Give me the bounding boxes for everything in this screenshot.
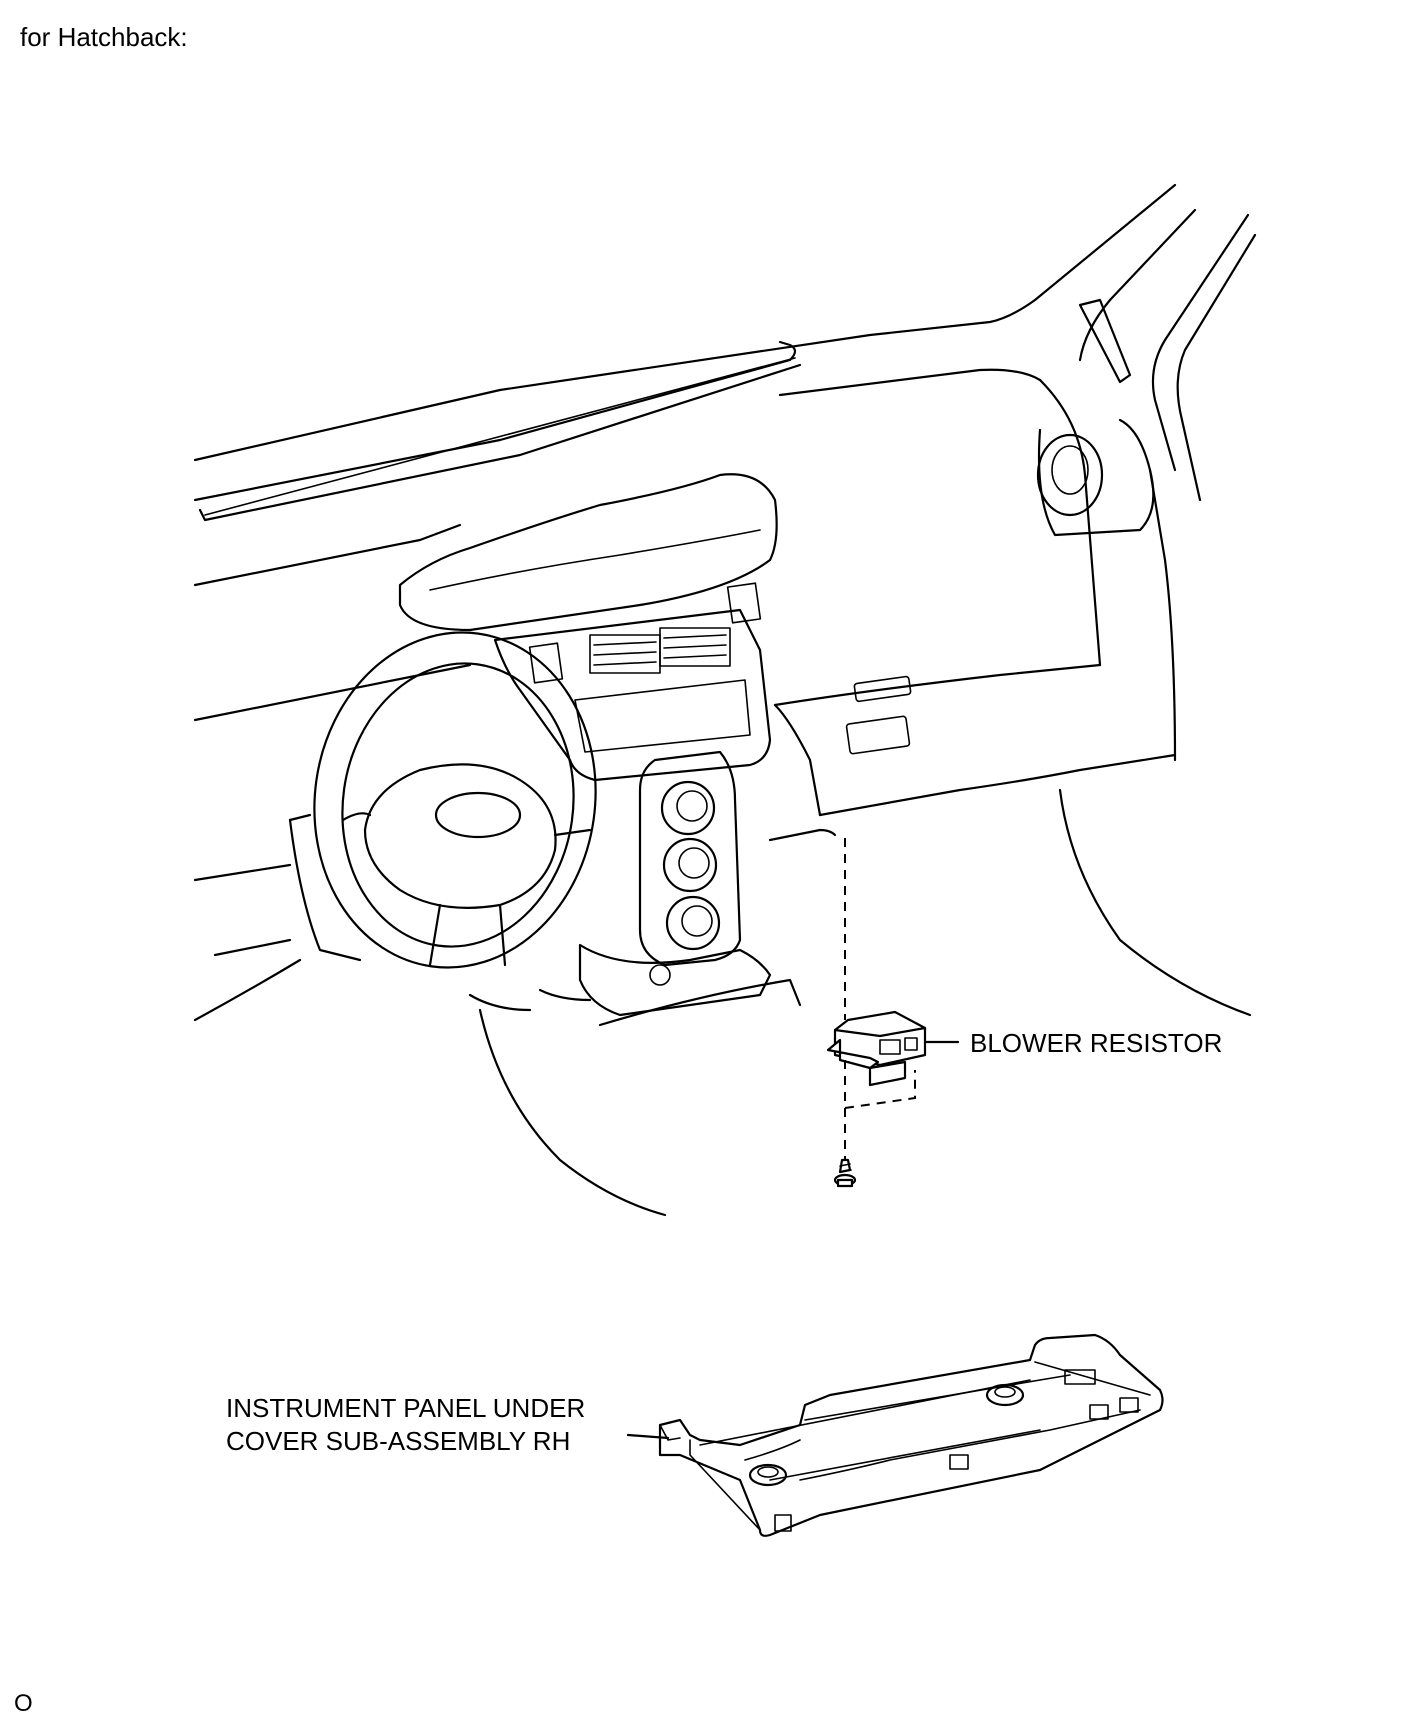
instrument-panel-illustration	[193, 183, 1257, 1217]
blower-resistor-label: BLOWER RESISTOR	[970, 1028, 1223, 1058]
page-header: for Hatchback:	[20, 22, 188, 52]
under-cover-label-line2: COVER SUB-ASSEMBLY RH	[226, 1426, 571, 1456]
screw-icon	[833, 1158, 857, 1188]
blower-resistor-part	[826, 838, 960, 1160]
under-cover-part	[626, 1333, 1164, 1537]
under-cover-label-line1: INSTRUMENT PANEL UNDER	[226, 1393, 586, 1423]
page-footer: O	[14, 1690, 33, 1717]
